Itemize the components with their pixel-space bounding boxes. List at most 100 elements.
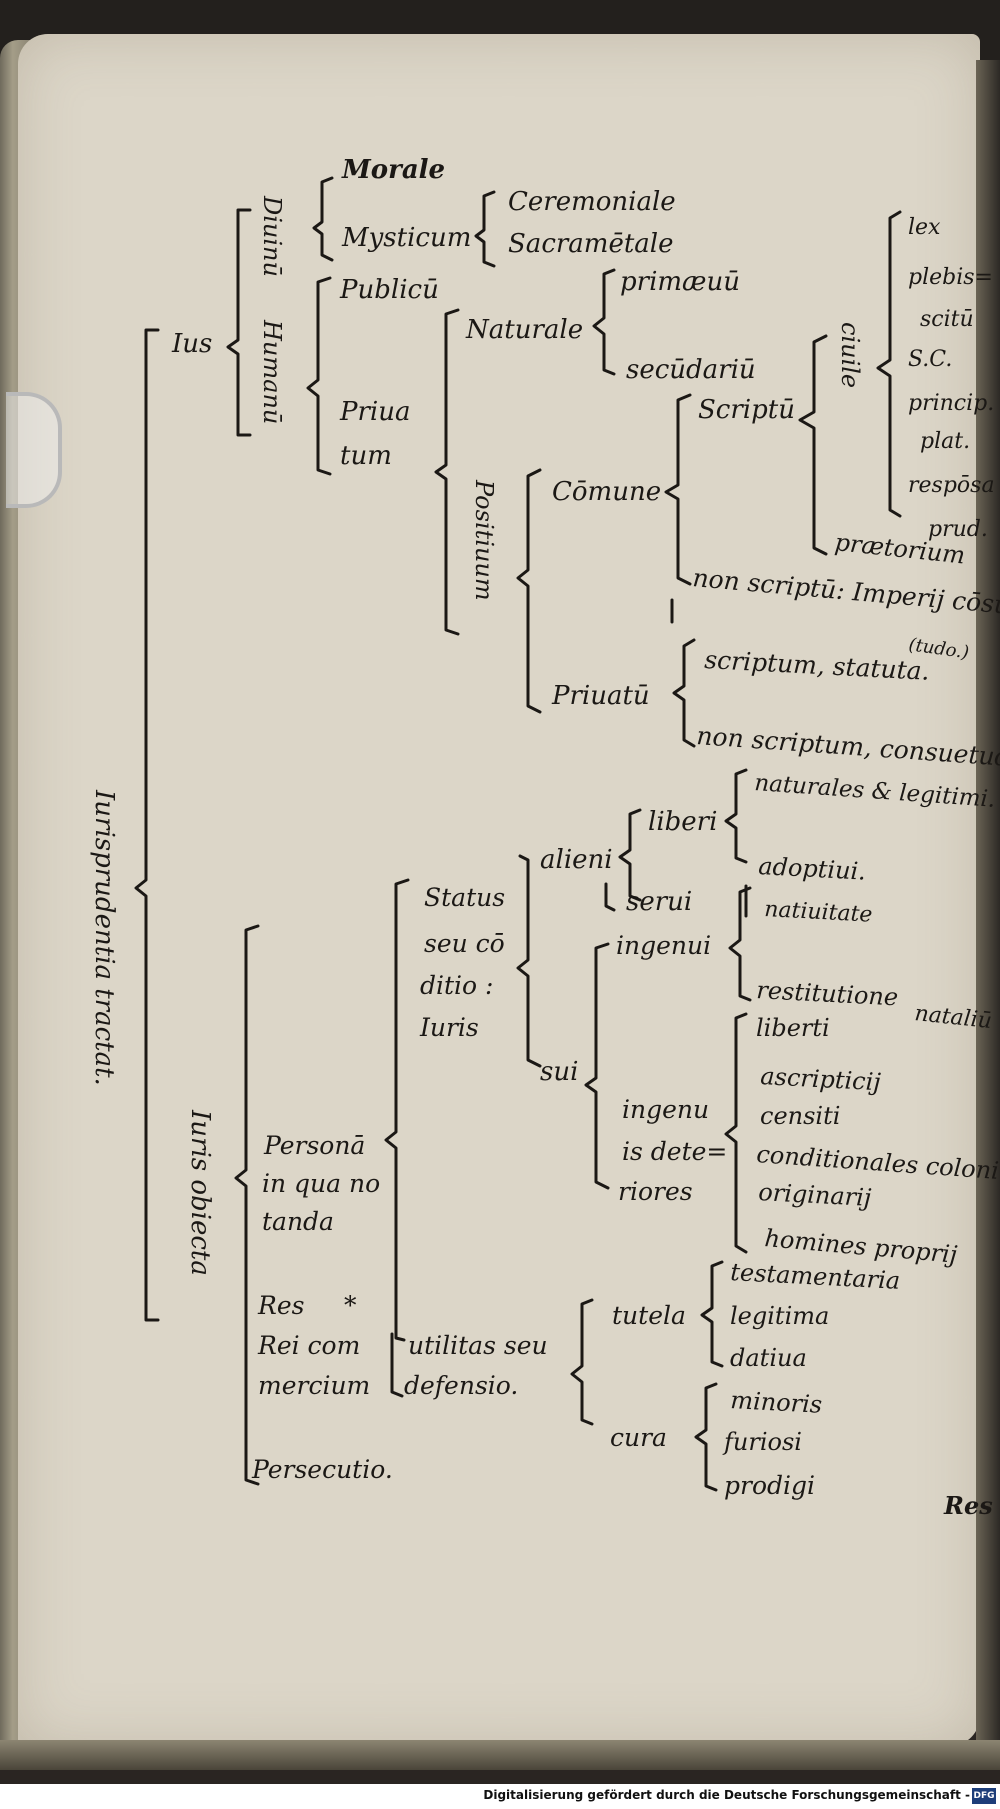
non-scriptum-imperii-label: non scriptū: Imperij cōsue [691, 563, 1000, 621]
bracket-ingenui [728, 886, 752, 1002]
positiuum-label: Positiuum [470, 479, 498, 601]
mysticum-label: Mysticum [341, 223, 471, 253]
personam-label-3: tanda [262, 1207, 334, 1236]
naturales-label: naturales & legitimi. [754, 770, 997, 813]
sacramentale-label: Sacramētale [508, 229, 674, 259]
catchword: Res [943, 1491, 993, 1520]
censiti-label: censiti [760, 1102, 840, 1130]
plebiscitum-label-2: scitū [920, 307, 974, 332]
defensio-label: defensio. [404, 1371, 518, 1400]
natalium-label: nataliū [913, 1001, 993, 1034]
bracket-status [516, 854, 542, 1068]
conditionales-label: conditionales coloni [756, 1140, 1000, 1185]
morale-label: Morale [341, 155, 445, 185]
originarii-label: originarij [758, 1178, 873, 1212]
obiecta-label: Iuris obiecta [185, 1109, 215, 1276]
sc-label: S.C. [908, 347, 952, 372]
dfg-logo: DFG [972, 1788, 996, 1804]
naturale-label: Naturale [465, 315, 583, 345]
alieni-label: alieni [540, 845, 613, 875]
bracket-ciuile [876, 210, 902, 518]
bracket-sui [584, 942, 610, 1190]
ciuile-label: ciuile [836, 322, 864, 388]
bracket-tutela [700, 1260, 724, 1368]
bracket-commune [664, 393, 692, 586]
ingenui-label: ingenui [616, 931, 711, 960]
primaeuum-label: primæuū [620, 267, 740, 297]
bracket-utilitas [570, 1298, 594, 1426]
digitization-credit: Digitalisierung gefördert durch die Deut… [483, 1788, 970, 1802]
bracket-personam [384, 878, 410, 1342]
footer-bar [0, 1784, 1000, 1809]
responsa-label-1: respōsa [908, 473, 995, 498]
status-label-3: ditio : [420, 971, 493, 1000]
legitima-label: legitima [730, 1302, 829, 1330]
status-label-1: Status [424, 883, 505, 912]
bracket-naturale [592, 268, 616, 376]
ingenuis-label-3: riores [618, 1177, 693, 1206]
root-label: Iurisprudentia tractat. [89, 789, 119, 1086]
natiuitate-label: natiuitate [764, 897, 873, 928]
ingenuis-label-1: ingenu [622, 1095, 709, 1124]
scriptum-statuta-label: scriptum, statuta. [704, 645, 931, 686]
sui-label: sui [540, 1057, 578, 1087]
principum-label-2: plat. [920, 429, 970, 454]
bracket-priuatum-positiuum [672, 638, 696, 748]
bracket-ius [226, 208, 252, 437]
res-label: Res [257, 1291, 304, 1320]
divider-serui [604, 882, 616, 912]
non-scriptum-consuetudo-label: non scriptum, consuetudo. [696, 721, 1000, 773]
utilitas-label: utilitas seu [408, 1331, 548, 1360]
asterisk-label: * [344, 1291, 357, 1320]
adoptiui-label: adoptiui. [758, 852, 867, 886]
book-right-edge [976, 60, 1000, 1750]
book-bottom-edge [0, 1740, 1000, 1770]
testamentaria-label: testamentaria [730, 1258, 901, 1295]
restitutione-label: restitutione [756, 976, 899, 1011]
diuinum-label: Diuinū [258, 195, 286, 277]
prodigi-label: prodigi [724, 1471, 815, 1500]
bracket-cura [694, 1382, 718, 1492]
ius-label: Ius [171, 329, 212, 359]
serui-label: serui [626, 887, 692, 917]
bracket-alieni [618, 808, 642, 902]
rei-commercium-label-1: Rei com [257, 1331, 360, 1360]
bracket-positiuum [516, 468, 542, 714]
book-page [18, 34, 980, 1746]
ascripticii-label: ascripticij [760, 1062, 882, 1096]
bracket-mysticum [474, 190, 496, 268]
priuatum-label-2: tum [340, 441, 392, 471]
priuatum-label-1: Priua [339, 397, 410, 427]
status-label-4: Iuris [419, 1013, 479, 1042]
ceremoniale-label: Ceremoniale [508, 187, 676, 217]
personam-label-1: Personā [263, 1131, 365, 1160]
humanum-label: Humanū [258, 319, 286, 424]
principum-label-1: princip. [908, 391, 994, 416]
minoris-label: minoris [730, 1386, 823, 1419]
cura-label: cura [610, 1423, 667, 1452]
bracket-rei-commercium [390, 1332, 404, 1398]
ingenuis-label-2: is dete= [622, 1137, 727, 1166]
persecutio-label: Persecutio. [251, 1455, 393, 1484]
liberti-label: liberti [756, 1014, 830, 1042]
bracket-root [134, 328, 160, 1322]
liberi-label: liberi [648, 807, 717, 837]
scriptum-label: Scriptū [698, 395, 795, 425]
plebiscitum-label-1: plebis= [908, 265, 993, 290]
bracket-humanum [306, 276, 332, 476]
bracket-liberi [724, 768, 748, 864]
tutela-label: tutela [612, 1301, 686, 1330]
status-label-2: seu cō [424, 929, 505, 958]
furiosi-label: furiosi [722, 1428, 802, 1456]
lex-label: lex [908, 215, 941, 240]
secundarium-label: secūdariū [626, 355, 756, 385]
publicum-label: Publicū [339, 275, 439, 305]
bracket-deteriores [724, 1012, 748, 1254]
personam-label-2: in qua no [262, 1169, 380, 1198]
responsa-label-2: prud. [928, 517, 988, 542]
priuatum-positiuum-label: Priuatū [551, 681, 650, 711]
datiua-label: datiua [730, 1344, 807, 1372]
commune-label: Cōmune [552, 477, 661, 507]
